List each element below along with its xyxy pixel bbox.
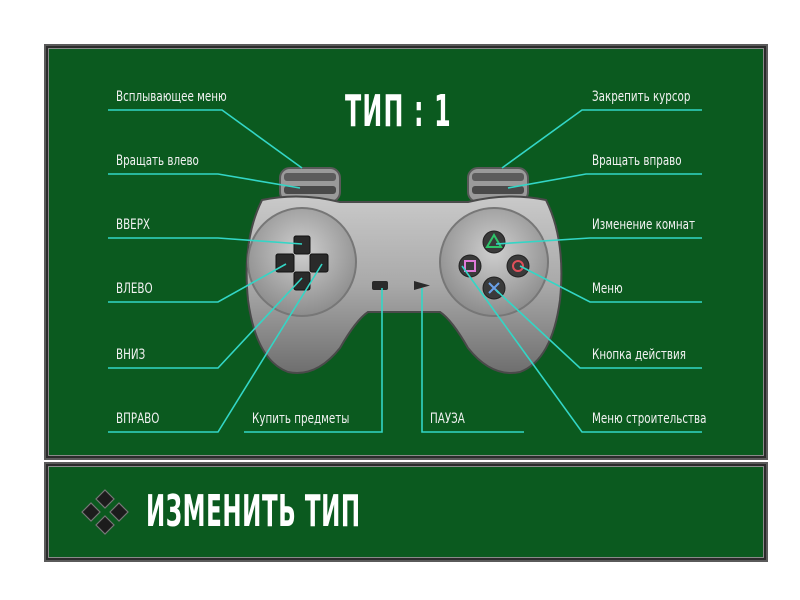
label-rotate-left: Вращать влево [116, 153, 199, 169]
line-rotate-right [507, 173, 702, 189]
change-type-button[interactable]: ИЗМЕНИТЬ ТИП [146, 486, 361, 537]
line-lock-cursor [501, 109, 702, 169]
dpad-left [275, 253, 295, 273]
line-buy-items [244, 288, 383, 433]
line-menu [519, 265, 702, 303]
label-popup-menu: Всплывающее меню [116, 89, 227, 105]
label-action-button: Кнопка действия [592, 347, 686, 363]
line-right [108, 263, 323, 433]
line-rotate-left [108, 173, 301, 189]
line-popup-menu [108, 109, 303, 169]
circle-button [506, 254, 530, 278]
dpad [275, 235, 329, 291]
gamepad-body [245, 167, 563, 374]
label-menu: Меню [592, 281, 623, 297]
label-pause: ПАУЗА [430, 411, 465, 427]
label-up: ВВЕРХ [116, 217, 151, 233]
label-down: ВНИЗ [116, 347, 146, 363]
left-grip-pad [247, 207, 357, 317]
line-up [108, 237, 303, 245]
label-build-menu: Меню строительства [592, 411, 707, 427]
line-pause [421, 288, 524, 433]
line-change-room [495, 237, 702, 245]
select-button [372, 281, 388, 290]
dpad-up [293, 235, 311, 255]
r2-button-slot [472, 173, 524, 181]
label-rotate-right: Вращать вправо [592, 153, 682, 169]
label-left: ВЛЕВО [116, 281, 153, 297]
triangle-icon [485, 233, 503, 248]
face-buttons [458, 230, 530, 300]
dpad-right [309, 253, 329, 273]
line-action-button [495, 289, 702, 369]
line-build-menu [461, 265, 702, 433]
change-type-panel[interactable] [44, 462, 768, 562]
label-buy-items: Купить предметы [252, 411, 350, 427]
circle-icon [512, 260, 524, 272]
label-change-room: Изменение комнат [592, 217, 696, 233]
line-left [108, 263, 287, 303]
dpad-icon [81, 489, 129, 535]
start-button [414, 281, 430, 290]
dpad-down [293, 271, 311, 291]
l2-button-slot [284, 173, 336, 181]
callout-lines [108, 109, 702, 433]
line-down [108, 277, 303, 369]
label-lock-cursor: Закрепить курсор [592, 89, 691, 105]
right-grip-pad [439, 207, 549, 317]
type-title: ТИП : 1 [345, 86, 452, 137]
label-right: ВПРАВО [116, 411, 160, 427]
square-icon [464, 260, 476, 272]
